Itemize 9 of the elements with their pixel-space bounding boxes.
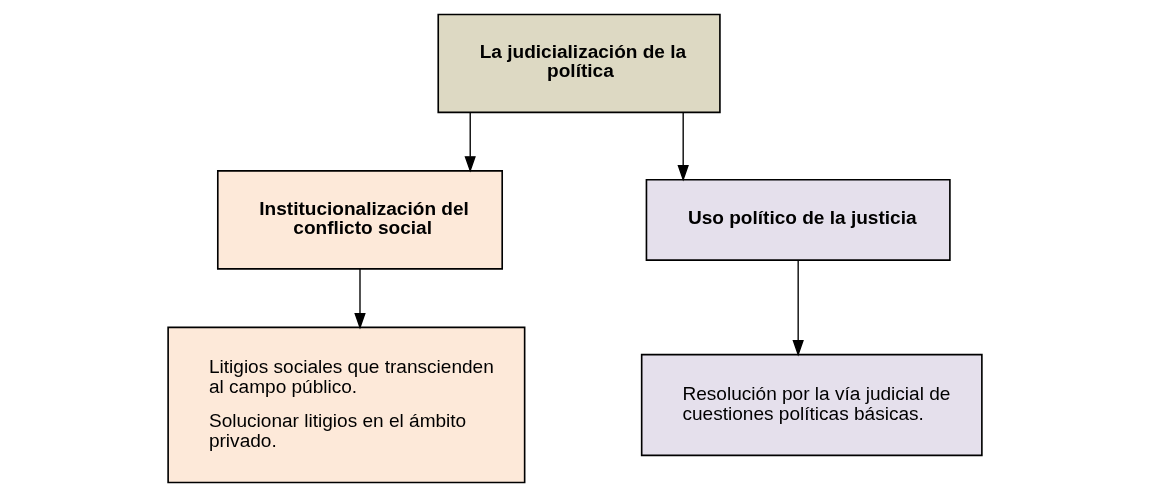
arrow <box>464 111 476 173</box>
node-box: Uso político de la justicia <box>645 178 951 261</box>
node-box: La judicialización de la política <box>437 13 721 113</box>
arrow <box>792 258 804 356</box>
arrow <box>677 111 689 181</box>
node-box: Litigios sociales que transcienden al campo público. Solucionar litigios en el ámbito privado. <box>167 326 526 483</box>
node-box: Resolución por la vía judicial de cuestiones políticas básicas. <box>640 353 983 456</box>
node-box: Institucionalización del conflicto social <box>216 169 503 270</box>
arrow <box>354 267 366 329</box>
